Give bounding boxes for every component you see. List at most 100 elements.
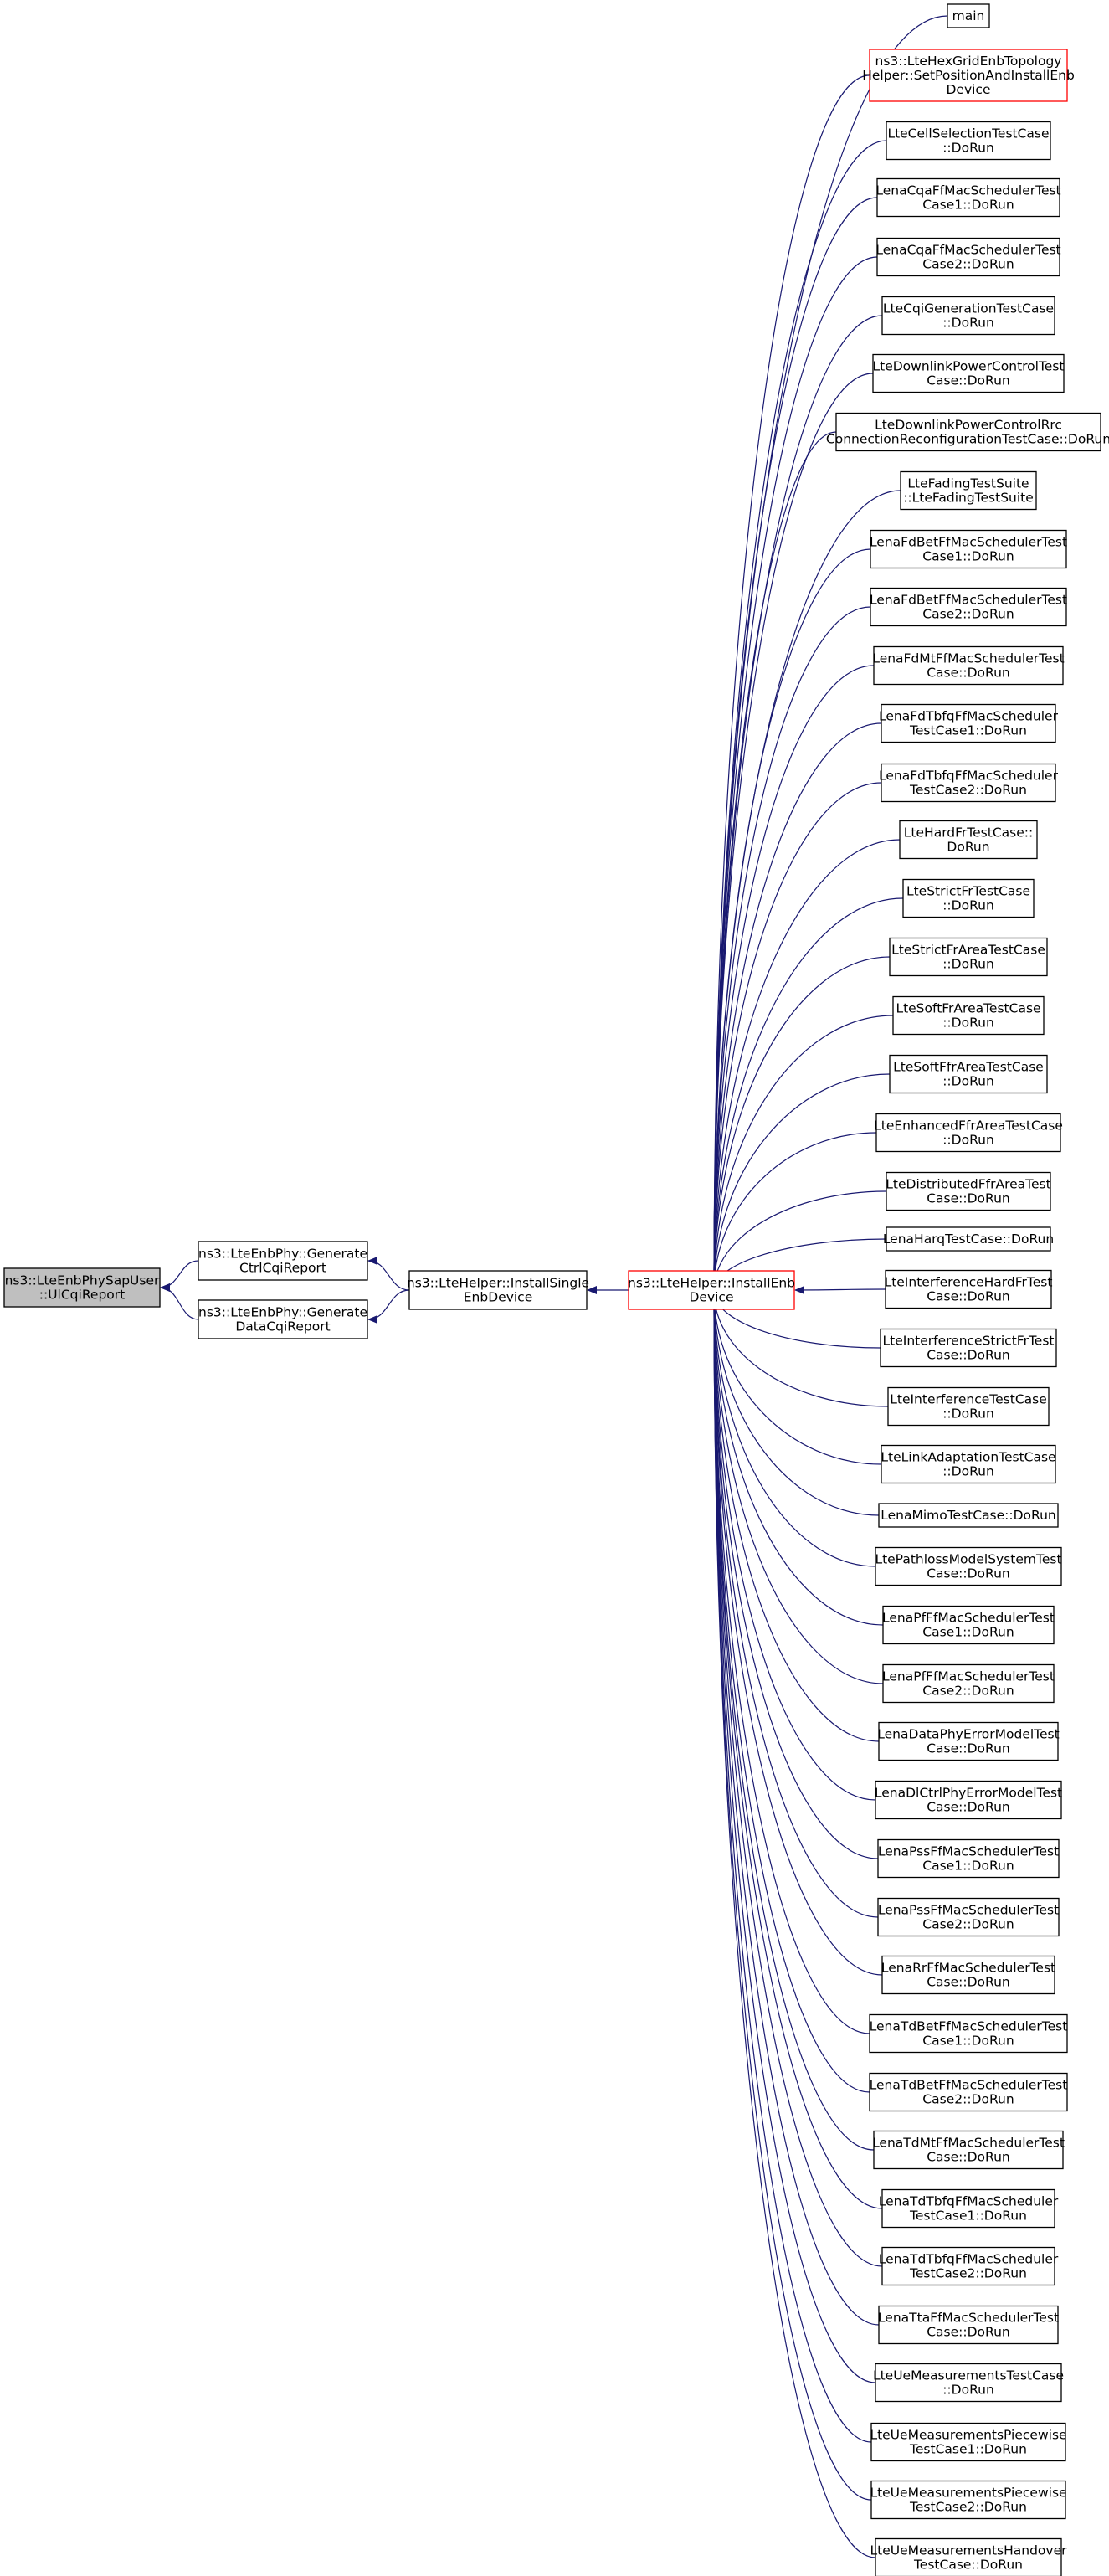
node-label-line: LteUeMeasurementsTestCase [873,2368,1064,2383]
graph-node-c24[interactable]: LteInterferenceTestCase::DoRun [887,1386,1050,1427]
call-edge-c44-to-install_enb [710,1290,876,2558]
node-label-line: Case::DoRun [927,1741,1010,1756]
call-edge-c28-to-install_enb [710,1290,884,1626]
node-box [881,763,1056,803]
node-box [892,995,1045,1036]
graph-node-c21[interactable]: LenaHarqTestCase::DoRun [883,1226,1054,1252]
node-label-line: LenaTdMtFfMacSchedulerTest [872,2136,1065,2151]
node-label-line: ns3::LteEnbPhySapUser [5,1273,160,1288]
graph-node-c2[interactable]: LteCellSelectionTestCase::DoRun [886,121,1051,161]
node-label-line: Case::DoRun [927,1566,1010,1581]
node-label-line: ::DoRun [942,1464,994,1479]
graph-node-c42[interactable]: LteUeMeasurementsPiecewiseTestCase1::DoR… [870,2422,1067,2462]
node-box [835,412,1101,452]
graph-node-c8[interactable]: LteFadingTestSuite::LteFadingTestSuite [900,470,1037,511]
node-box [872,353,1065,393]
call-edge-gen_ctrl-to-root [160,1260,199,1292]
node-box [881,2188,1055,2229]
node-label-line: LenaPssFfMacSchedulerTest [878,1844,1059,1859]
node-label-line: Device [946,82,990,97]
graph-node-c1[interactable]: ns3::LteHexGridEnbTopologyHelper::SetPos… [862,49,1075,102]
graph-node-c0[interactable]: main [947,3,990,28]
graph-node-c7[interactable]: LteDownlinkPowerControlRrcConnectionReco… [826,412,1109,452]
node-label-line: LteDownlinkPowerControlTest [873,359,1065,374]
node-box [3,1267,161,1308]
graph-node-c17[interactable]: LteSoftFrAreaTestCase::DoRun [892,995,1045,1036]
graph-node-c41[interactable]: LteUeMeasurementsTestCase::DoRun [873,2363,1064,2403]
node-box [877,1838,1060,1879]
node-label-line: LenaPfFfMacSchedulerTest [882,1669,1055,1684]
graph-node-c25[interactable]: LteLinkAdaptationTestCase::DoRun [881,1444,1056,1484]
node-label-line: LteInterferenceStrictFrTest [883,1334,1055,1349]
node-label-line: TestCase2::DoRun [909,2266,1027,2281]
graph-node-root[interactable]: ns3::LteEnbPhySapUser::UlCqiReport [3,1267,161,1308]
node-label-line: Case2::DoRun [922,2092,1014,2107]
node-box [900,470,1037,511]
graph-node-c14[interactable]: LteHardFrTestCase::DoRun [899,820,1038,860]
node-label-line: CtrlCqiReport [239,1261,326,1276]
graph-node-c43[interactable]: LteUeMeasurementsPiecewiseTestCase2::DoR… [870,2480,1067,2520]
graph-node-c26[interactable]: LenaMimoTestCase::DoRun [878,1503,1059,1528]
node-label-line: ::DoRun [942,141,994,156]
call-edge-c11-to-install_enb [710,665,875,1292]
call-edge-c32-to-install_enb [710,1290,879,1859]
node-label-line: DataCqiReport [235,1319,330,1334]
node-label-line: Device [689,1290,733,1305]
node-label-line: LteSoftFrAreaTestCase [896,1001,1040,1016]
call-edge-c30-to-install_enb [710,1290,880,1742]
node-label-line: ns3::LteHelper::InstallSingle [407,1276,589,1291]
graph-node-c18[interactable]: LteSoftFfrAreaTestCase::DoRun [889,1054,1048,1094]
call-edge-c14-to-install_enb [710,839,901,1292]
node-box [881,703,1056,743]
graph-node-c16[interactable]: LteStrictFrAreaTestCase::DoRun [889,937,1048,977]
node-box [880,1328,1057,1368]
node-label-line: ::UlCqiReport [39,1288,125,1303]
graph-node-c5[interactable]: LteCqiGenerationTestCase::DoRun [881,296,1055,336]
node-label-line: ::LteFadingTestSuite [903,491,1034,506]
graph-node-c19[interactable]: LteEnhancedFfrAreaTestCase::DoRun [874,1113,1063,1153]
call-edge-c27-to-install_enb [710,1290,876,1567]
node-label-line: ::DoRun [942,2383,994,2398]
node-label-line: LteSoftFfrAreaTestCase [893,1060,1044,1075]
node-label-line: LteLinkAdaptationTestCase [881,1450,1055,1465]
node-label-line: TestCase2::DoRun [909,783,1027,798]
node-box [869,2013,1068,2054]
node-label-line: Case::DoRun [927,1191,1010,1206]
graph-node-c15[interactable]: LteStrictFrTestCase::DoRun [902,878,1035,918]
node-label-line: LenaTdTbfqFfMacScheduler [879,2252,1059,2267]
node-label-line: LtePathlossModelSystemTest [875,1552,1061,1567]
node-label-line: LenaFdBetFfMacSchedulerTest [870,535,1067,550]
node-label-line: ::DoRun [942,957,994,972]
node-label-line: LteCellSelectionTestCase [887,126,1049,141]
